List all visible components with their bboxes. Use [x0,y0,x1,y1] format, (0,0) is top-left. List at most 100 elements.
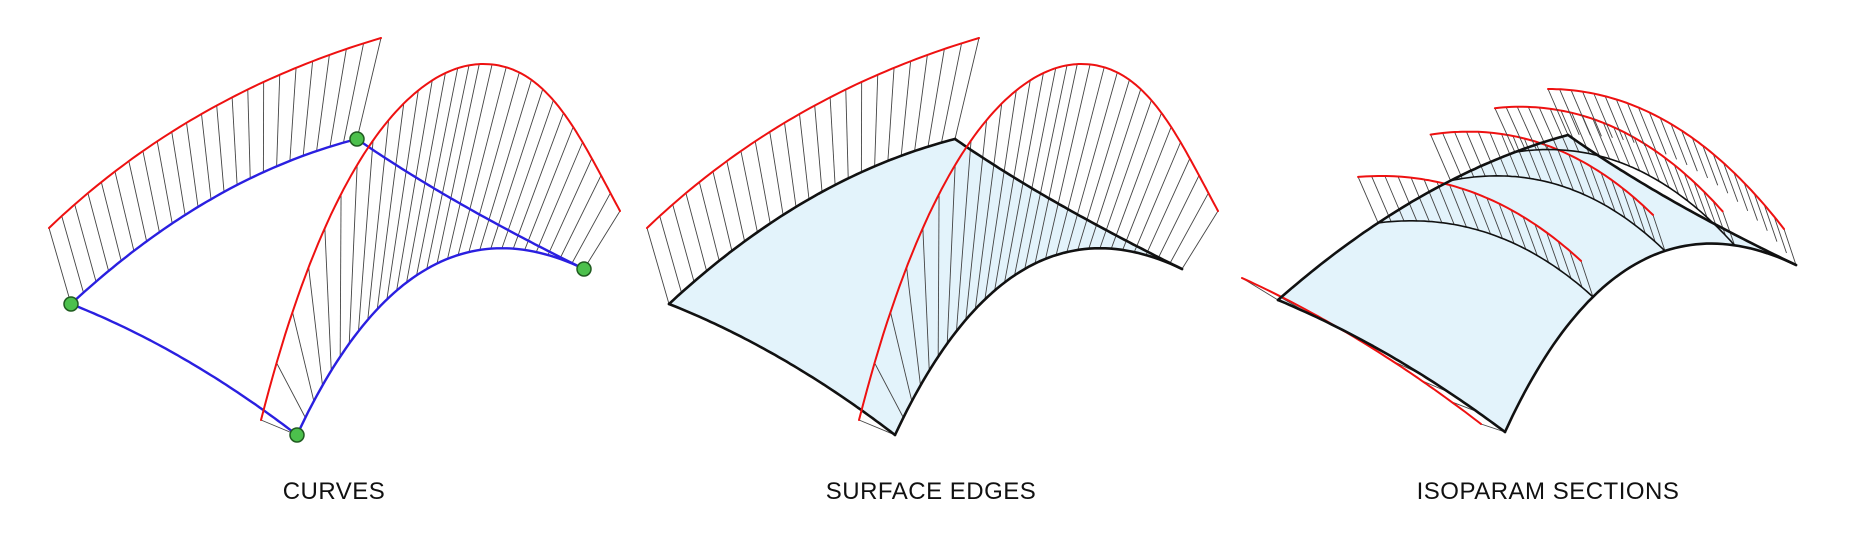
hatch-line [547,158,593,256]
hatch-line [1773,216,1787,254]
hatch-line [1557,241,1572,279]
profile-curve-arch [260,63,484,421]
hatch-line [1546,232,1561,271]
hatch-line [1024,65,1068,270]
hatch-line [906,267,921,386]
hatch-line [61,215,84,293]
hatch-line [276,74,281,167]
hatch-line [1498,203,1515,244]
hatch-line [1569,250,1583,288]
hatch-line [100,182,122,261]
hatch-line [1538,107,1559,150]
hatch-line [1169,192,1209,264]
surface-edge-right [953,137,1184,271]
hatch-line [308,267,323,386]
hatch-line [367,120,390,320]
hatch-line [396,80,433,291]
hatch-line [1423,179,1443,223]
hatch-line [1410,177,1430,222]
hatch-line [1045,64,1091,259]
hatch-line [646,227,670,305]
surface-edge-top [1276,133,1570,302]
section-profile-4 [1547,88,1785,230]
hatch-line [1430,134,1451,181]
hatch-line [1110,112,1162,249]
hatch-line [1181,210,1219,270]
hatch-line [535,142,583,253]
hatch-line [512,112,564,249]
control-point [576,261,592,277]
hatch-line [171,131,186,216]
hatch-line [386,90,419,300]
isoparam-section-2 [1449,175,1666,252]
boundary-curve-left [69,302,299,437]
hatch-line [87,193,110,272]
hatch-line [1783,228,1797,266]
hatch-line [1691,137,1708,179]
hatch-line [1357,176,1379,224]
hatch-line [1371,175,1392,222]
hatch-line [1693,181,1708,218]
hatch-line [1633,137,1650,176]
hatch-line [799,113,810,200]
hatch-line [1753,193,1768,231]
profile-curve-arch-end [1080,63,1219,212]
hatch-line [1570,89,1591,136]
surface-edge-left [1276,298,1507,434]
hatch-line [186,122,199,207]
hatch-line [994,80,1031,291]
hatch-line [324,228,332,371]
hatch-line [302,61,314,156]
profile-curve-arch [858,63,1082,421]
hatch-line [348,164,358,344]
hatch-line [457,67,507,256]
boundary-curve-top [69,137,359,306]
hatch-line [890,311,913,402]
hatch-line [1494,107,1516,153]
control-point [349,131,365,147]
hatch-line [128,161,148,242]
hatch-line [858,419,896,436]
caption-curves: CURVES [282,478,386,505]
surface-patch [1278,135,1796,432]
surface-edges-panel [646,37,1219,437]
hatch-line [1670,123,1688,166]
hatch-line [874,362,904,418]
profile-curve-left [48,37,382,229]
hatch-line [941,43,963,143]
hatch-line [339,194,342,357]
hatch-line [1683,173,1699,210]
hatch-line [1712,153,1729,194]
hatch-line [685,193,708,272]
hatch-line [1535,141,1553,184]
hatch-line [292,311,315,402]
hatch-line [874,74,879,167]
hatch-line [1654,150,1670,188]
hatch-line [1461,188,1479,231]
hatch-line [343,43,365,143]
hatch-line [247,89,251,179]
hatch-line [829,97,836,186]
hatch-line [1615,99,1635,143]
hatch-line [406,72,446,283]
hatch-line [922,228,930,371]
hatch-line [501,100,554,249]
hatch-line [900,61,912,156]
hatch-line [1652,214,1666,252]
hatch-line [1743,182,1758,221]
hatch-line [726,161,746,242]
hatch-line [1763,204,1778,242]
hatch-line [672,204,695,282]
hatch-line [740,150,758,233]
hatch-line [1627,103,1646,147]
hatch-line [1512,135,1531,179]
hatch-line [946,164,956,344]
hatch-line [1505,107,1527,151]
section-profile-3 [1493,105,1724,213]
hatch-line [974,103,1003,310]
hatch-line [1621,187,1636,226]
hatch-line [659,215,682,293]
surface-edge-right [1566,133,1798,267]
hatch-line [1664,157,1680,195]
